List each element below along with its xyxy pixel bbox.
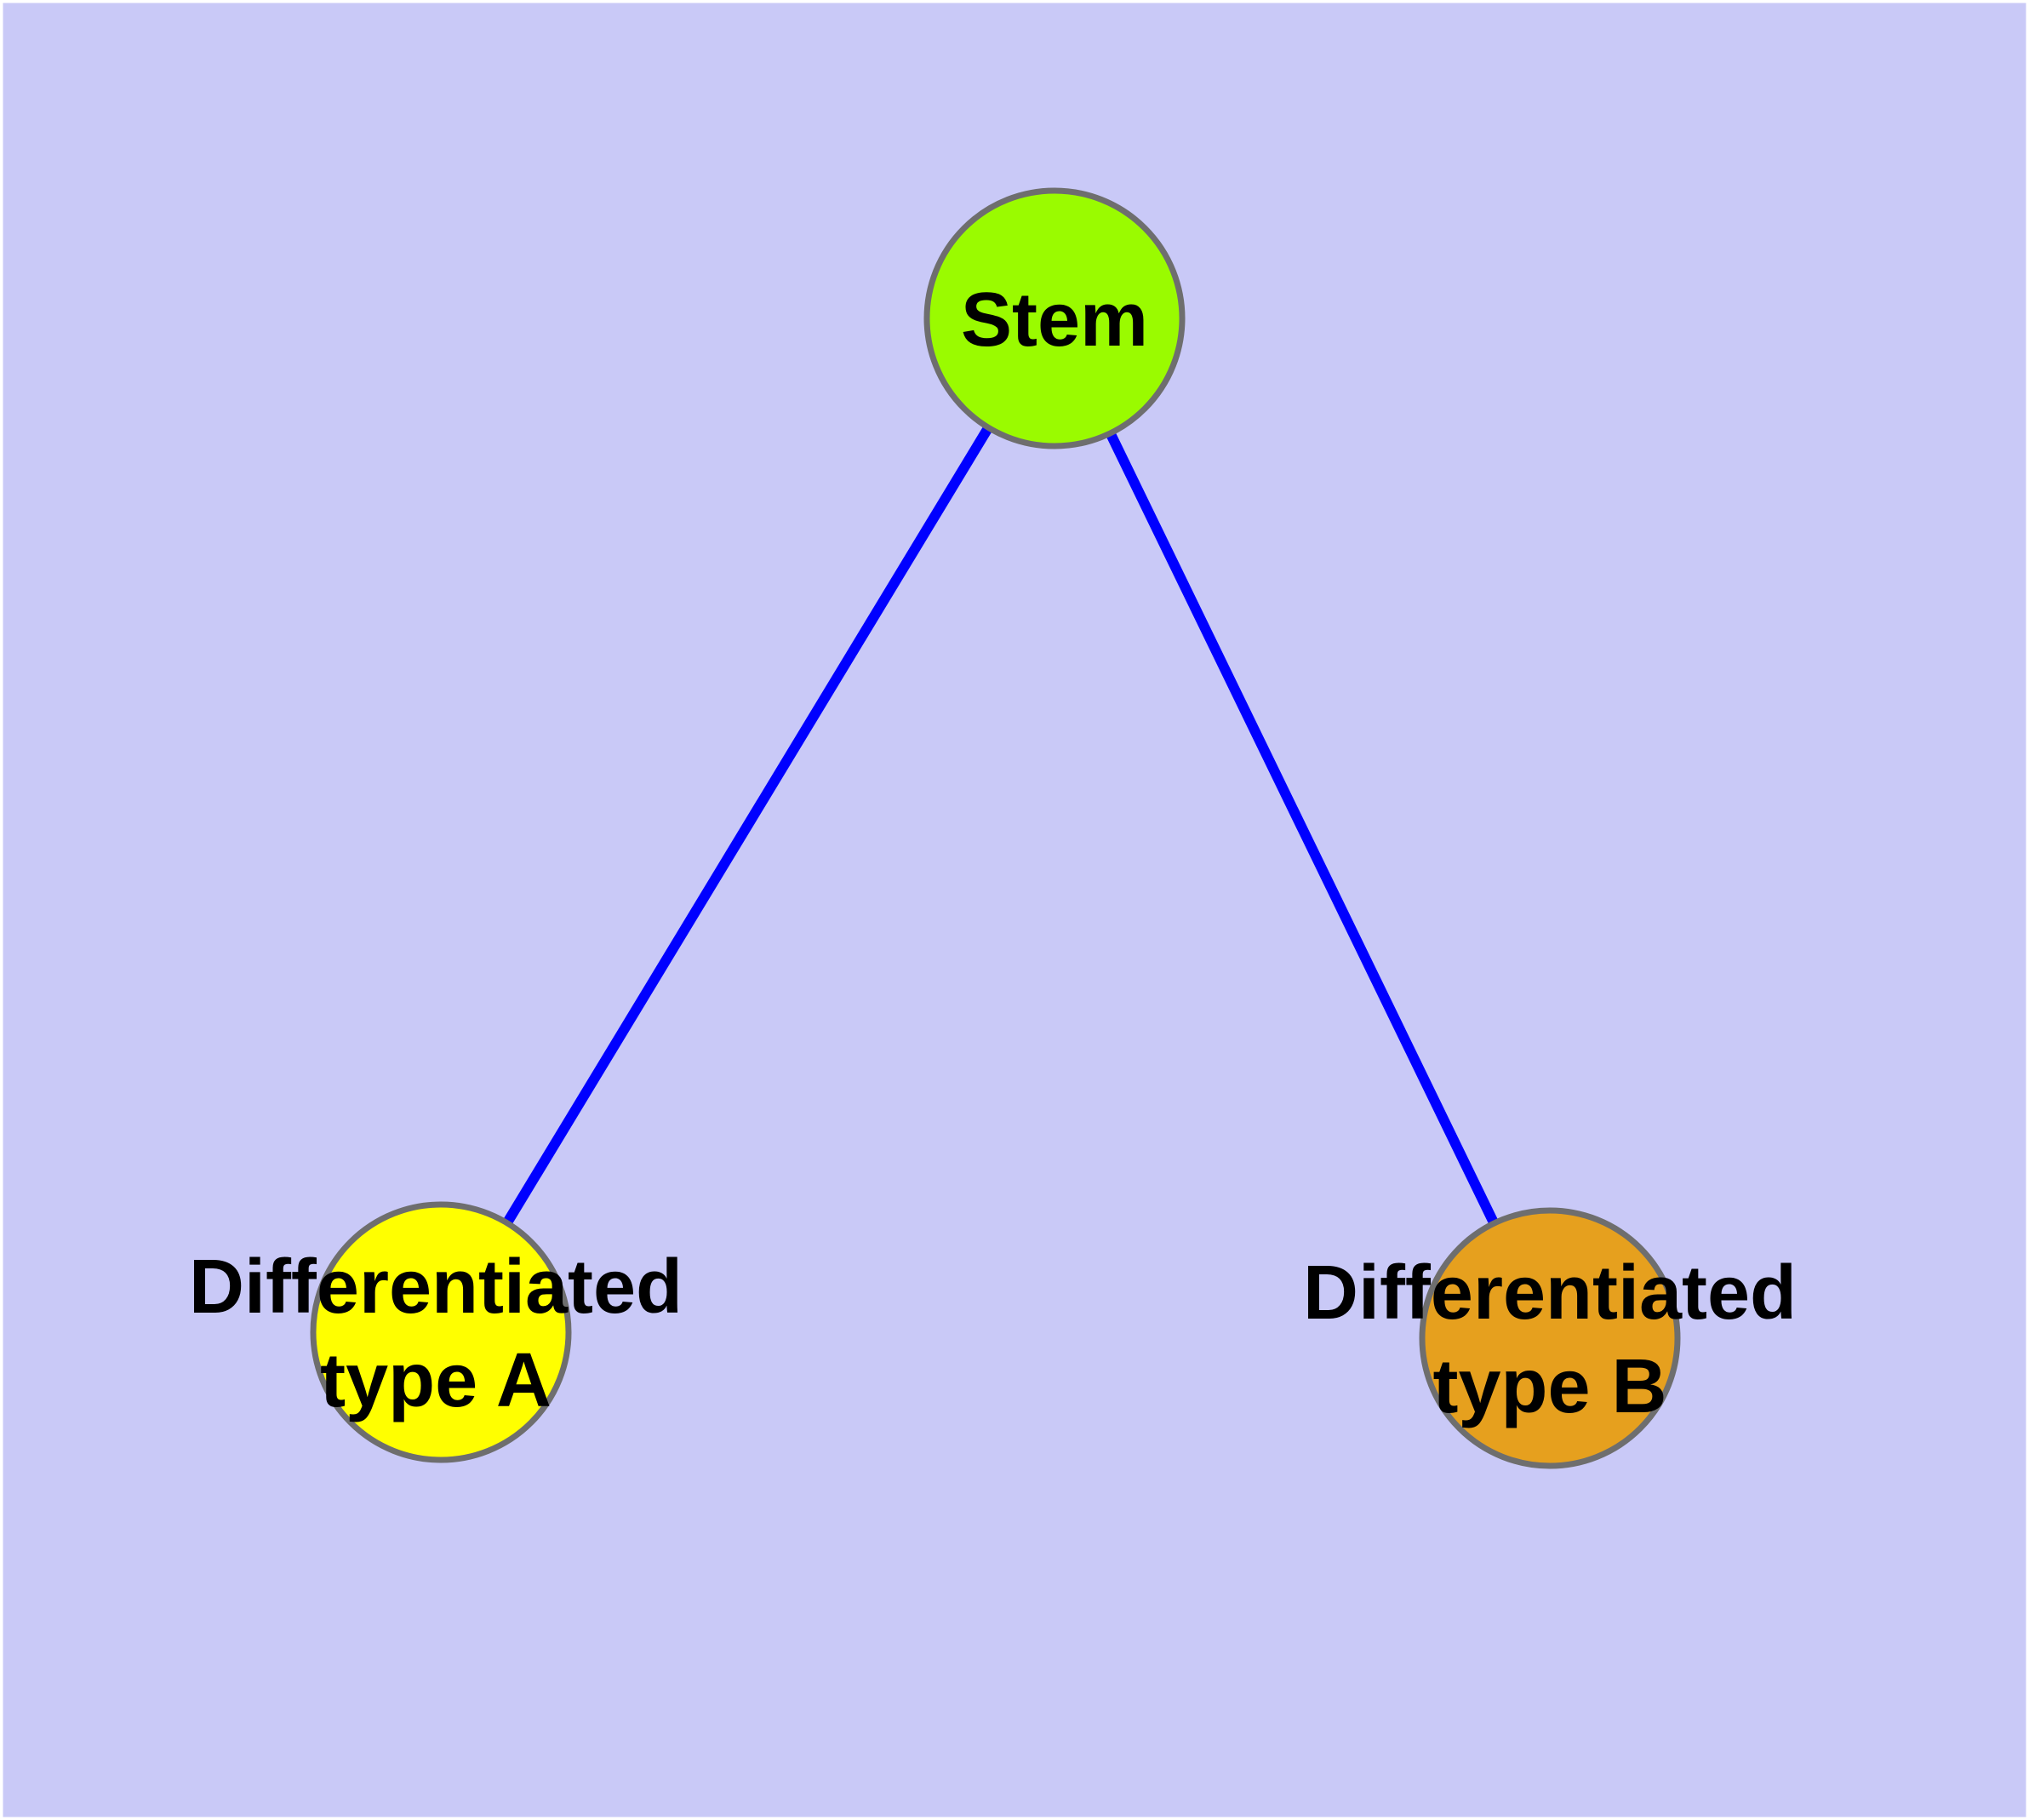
label-layer: Stem Differentiated type A Differentiate… xyxy=(189,278,1797,1429)
differentiated-type-b-label-line2: type B xyxy=(1432,1344,1666,1429)
differentiated-type-a-label-line2: type A xyxy=(320,1338,552,1423)
edge-stem-to-differentiated-type-a xyxy=(436,315,1060,1336)
differentiated-type-b-circle xyxy=(1419,1207,1681,1469)
stem-circle xyxy=(923,187,1186,449)
differentiated-type-b-label-line1: Differentiated xyxy=(1303,1251,1797,1336)
edge-layer xyxy=(436,315,1555,1341)
edge-stem-to-differentiated-type-b xyxy=(1049,316,1555,1341)
differentiated-type-a-circle xyxy=(310,1201,572,1463)
node-differentiated-type-a xyxy=(310,1201,572,1463)
node-differentiated-type-b xyxy=(1419,1207,1681,1469)
node-stem xyxy=(923,187,1186,449)
stem-label: Stem xyxy=(961,278,1148,363)
differentiated-type-a-label-line1: Differentiated xyxy=(189,1245,683,1330)
